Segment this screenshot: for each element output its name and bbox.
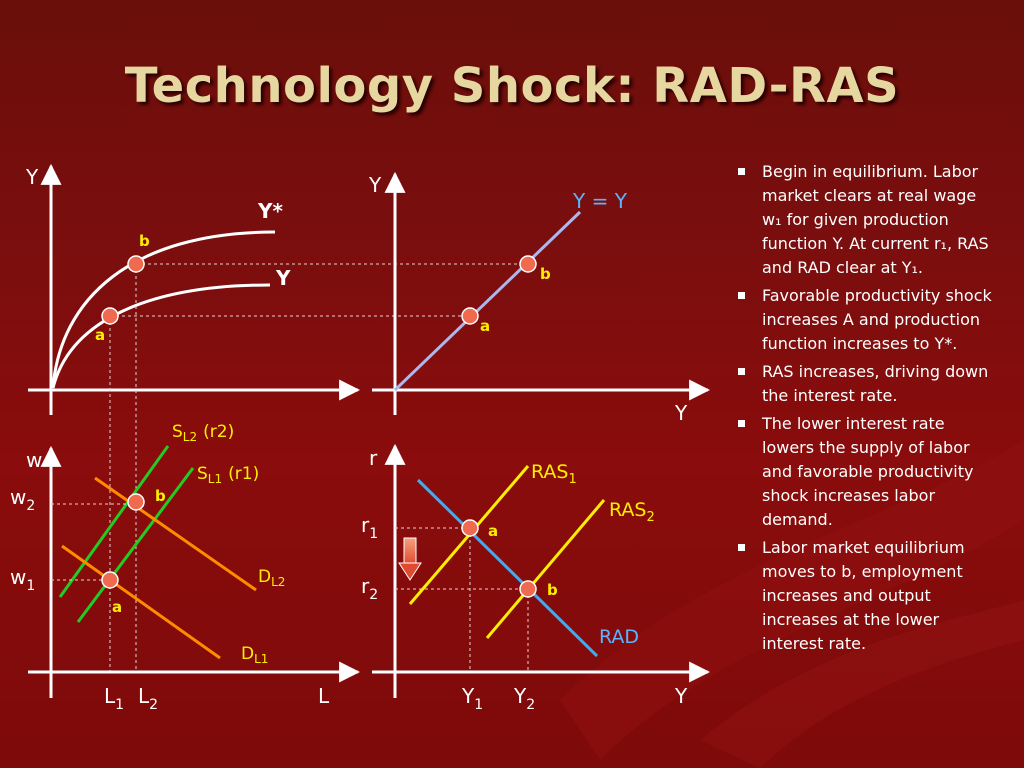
interest-rate-down-arrow [398, 537, 422, 581]
labor-demand-curve-dl2 [94, 476, 257, 592]
point-a-labor [101, 571, 119, 589]
tick-label-r2: r2 [361, 574, 378, 603]
labor-demand-curve-dl1 [61, 544, 221, 660]
supply-label-sl1: SL1(r1) [197, 464, 259, 486]
loanable-funds-panel: r Y RAS1 RAS2 RAD r1 r2 Y1 Y2 a b [361, 443, 711, 713]
explanation-bullet-list: Begin in equilibrium. Labor market clear… [732, 160, 994, 660]
curve-label-y: Y [275, 266, 291, 290]
identity-panel: Y Y Y = Y b a [368, 171, 711, 425]
bullet-item: Favorable productivity shock increases A… [732, 284, 994, 356]
production-curve-y-star [51, 230, 276, 389]
point-label-b: b [540, 265, 551, 283]
demand-label-dl2: DL2 [258, 567, 285, 589]
bullet-item: RAS increases, driving down the interest… [732, 360, 994, 408]
labor-x-axis-label: L [318, 684, 330, 708]
production-curve-y [51, 283, 271, 389]
tick-label-y1: Y1 [461, 684, 483, 713]
forty-five-degree-line [393, 210, 582, 392]
rad-ras-x-axis-label: Y [674, 684, 688, 708]
ras1-label: RAS1 [531, 461, 577, 487]
labor-supply-curve-sl2 [58, 445, 170, 598]
tick-label-w1: w1 [10, 565, 35, 594]
labor-panel: w L SL2(r2) SL1(r1) DL2 DL1 w2 w1 L1 L2 … [10, 422, 361, 713]
rad-ras-y-axis-label: r [369, 446, 378, 470]
labor-supply-curve-sl1 [76, 467, 195, 623]
supply-label-sl2: SL2(r2) [172, 422, 234, 444]
point-b-production [127, 255, 145, 273]
bullet-item: The lower interest rate lowers the suppl… [732, 412, 994, 532]
point-label-a: a [488, 522, 498, 540]
production-panel: Y Y* Y b a [25, 163, 528, 672]
bullet-item: Labor market equilibrium moves to b, emp… [732, 536, 994, 656]
tick-label-l1: L1 [104, 684, 124, 713]
tick-label-r1: r1 [361, 513, 378, 542]
identity-x-axis-label: Y [674, 401, 688, 425]
point-label-a: a [95, 326, 105, 344]
point-label-b: b [139, 232, 150, 250]
point-a-production [101, 307, 119, 325]
point-label-a: a [112, 598, 122, 616]
point-label-b: b [547, 581, 558, 599]
production-y-axis-label: Y [25, 165, 39, 189]
rad-label: RAD [599, 626, 639, 648]
ras2-curve [485, 499, 606, 639]
point-b-identity [519, 255, 537, 273]
point-a-identity [461, 307, 479, 325]
tick-label-l2: L2 [138, 684, 158, 713]
point-b-labor [127, 493, 145, 511]
point-label-b: b [155, 487, 166, 505]
tick-label-y2: Y2 [513, 684, 535, 713]
curve-label-y-star: Y* [257, 199, 283, 223]
point-label-a: a [480, 317, 490, 335]
identity-y-axis-label: Y [368, 173, 382, 197]
tick-label-w2: w2 [10, 485, 35, 514]
labor-y-axis-label: w [26, 448, 42, 472]
point-a-rad-ras [461, 519, 479, 537]
bullet-item: Begin in equilibrium. Labor market clear… [732, 160, 994, 280]
forty-five-line-label: Y = Y [572, 189, 628, 213]
ras2-label: RAS2 [609, 499, 655, 525]
slide-title: Technology Shock: RAD-RAS [124, 58, 900, 114]
point-b-rad-ras [519, 580, 537, 598]
demand-label-dl1: DL1 [241, 644, 268, 666]
rad-curve [416, 478, 599, 658]
